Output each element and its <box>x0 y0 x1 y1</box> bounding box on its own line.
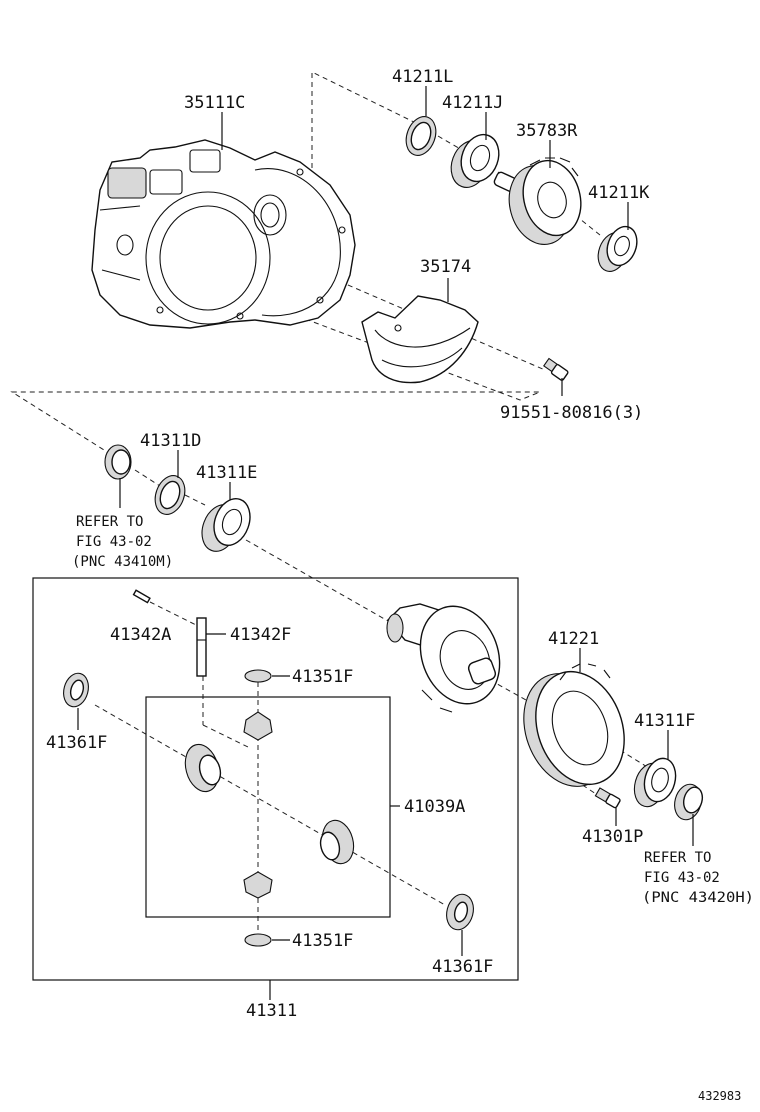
label-41351F-bottom: 41351F <box>292 931 353 951</box>
bearing-41311F <box>633 757 677 808</box>
seal-refer-43410M <box>104 444 132 480</box>
transaxle-housing-35111C <box>91 139 356 329</box>
label-41342A: 41342A <box>110 625 171 645</box>
label-41211J: 41211J <box>442 93 503 113</box>
ring-gear-41221 <box>523 663 625 787</box>
seal-41211L <box>405 116 437 156</box>
label-41301P: 41301P <box>582 827 643 847</box>
side-gear-left <box>184 743 222 793</box>
pinion-gear-top <box>243 711 273 741</box>
label-41039A: 41039A <box>404 797 465 817</box>
label-41211L: 41211L <box>392 67 453 87</box>
label-41361F-left: 41361F <box>46 733 107 753</box>
label-35174: 35174 <box>420 257 471 277</box>
shim-41311D <box>154 475 186 515</box>
label-41211K: 41211K <box>588 183 650 203</box>
bearing-41211J <box>450 133 500 188</box>
label-41342F: 41342F <box>230 625 291 645</box>
washer-41351F-bottom <box>244 933 272 947</box>
label-35783R: 35783R <box>516 121 578 141</box>
label-41311: 41311 <box>246 1001 297 1021</box>
pinion-gear-bottom <box>243 871 273 899</box>
gear-35783R <box>493 157 582 245</box>
label-41311F: 41311F <box>634 711 695 731</box>
label-91551-80816: 91551-80816(3) <box>500 403 643 423</box>
label-41361F-right: 41361F <box>432 957 493 977</box>
washer-41361F-right <box>446 893 474 931</box>
bolt-41301P <box>594 787 621 809</box>
side-gear-right <box>319 819 355 865</box>
baffle-35174 <box>361 295 479 384</box>
callout-lines <box>77 86 694 1000</box>
refer-right-line1: REFER TO <box>644 850 711 866</box>
label-41351F-top: 41351F <box>292 667 353 687</box>
bolt-91551-80816 <box>543 357 569 381</box>
label-41221: 41221 <box>548 629 599 649</box>
washer-41361F-left <box>63 672 89 708</box>
seal-refer-43420H <box>674 783 704 821</box>
label-41311E: 41311E <box>196 463 257 483</box>
pin-41342A <box>132 589 151 604</box>
shaft-41342F <box>196 617 207 677</box>
drawing-number: 432983 <box>698 1089 741 1103</box>
label-41311D: 41311D <box>140 431 201 451</box>
assembly-41311-frame <box>32 577 519 981</box>
refer-left-line1: REFER TO <box>76 514 143 530</box>
refer-left-line3: (PNC 43410M) <box>72 554 173 570</box>
refer-right-line3: (PNC 43420H) <box>642 890 754 906</box>
assembly-41039A-frame <box>145 696 391 918</box>
refer-right-line2: FIG 43-02 <box>644 870 720 886</box>
bearing-41311E <box>201 498 251 552</box>
differential-case-41311 <box>386 603 501 713</box>
refer-left-line2: FIG 43-02 <box>76 534 152 550</box>
washer-41351F-top <box>244 669 272 683</box>
label-35111C: 35111C <box>184 93 245 113</box>
bearing-41211K <box>597 225 638 272</box>
